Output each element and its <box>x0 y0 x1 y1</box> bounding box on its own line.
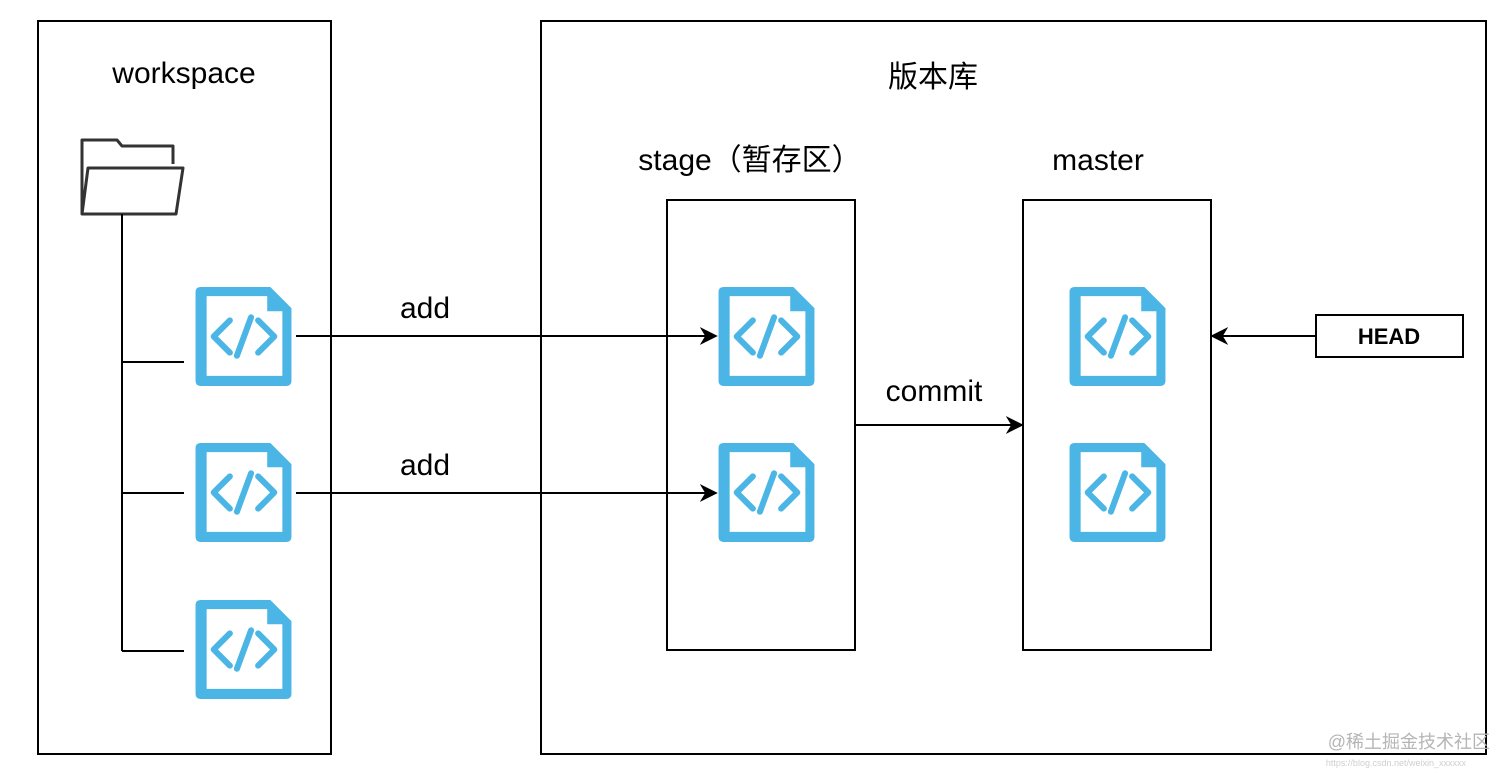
code-file-icon <box>196 287 292 386</box>
master-title: master <box>1052 144 1144 177</box>
code-file-icon <box>719 443 815 542</box>
code-file-icon <box>719 287 815 386</box>
watermark: @稀土掘金技术社区 <box>1328 732 1490 752</box>
head-label: HEAD <box>1358 324 1420 349</box>
commit-label: commit <box>886 375 983 408</box>
stage-box <box>666 199 856 651</box>
file-tree-lines <box>121 214 184 652</box>
head-box <box>1315 314 1464 358</box>
master-box <box>1022 199 1212 651</box>
code-file-icon <box>1070 287 1166 386</box>
code-file-icon <box>196 600 292 699</box>
repository-title: 版本库 <box>888 61 978 94</box>
workspace-title: workspace <box>111 57 255 90</box>
code-file-icon <box>1070 443 1166 542</box>
watermark-url: https://blog.csdn.net/weixin_xxxxxx <box>1326 758 1467 768</box>
stage-title: stage（暂存区） <box>638 144 861 177</box>
folder-icon <box>80 138 185 216</box>
repository-box <box>540 20 1487 755</box>
code-file-icon <box>196 443 292 542</box>
add-label-2: add <box>400 449 450 482</box>
workspace-box <box>37 20 332 755</box>
add-label-1: add <box>400 292 450 325</box>
